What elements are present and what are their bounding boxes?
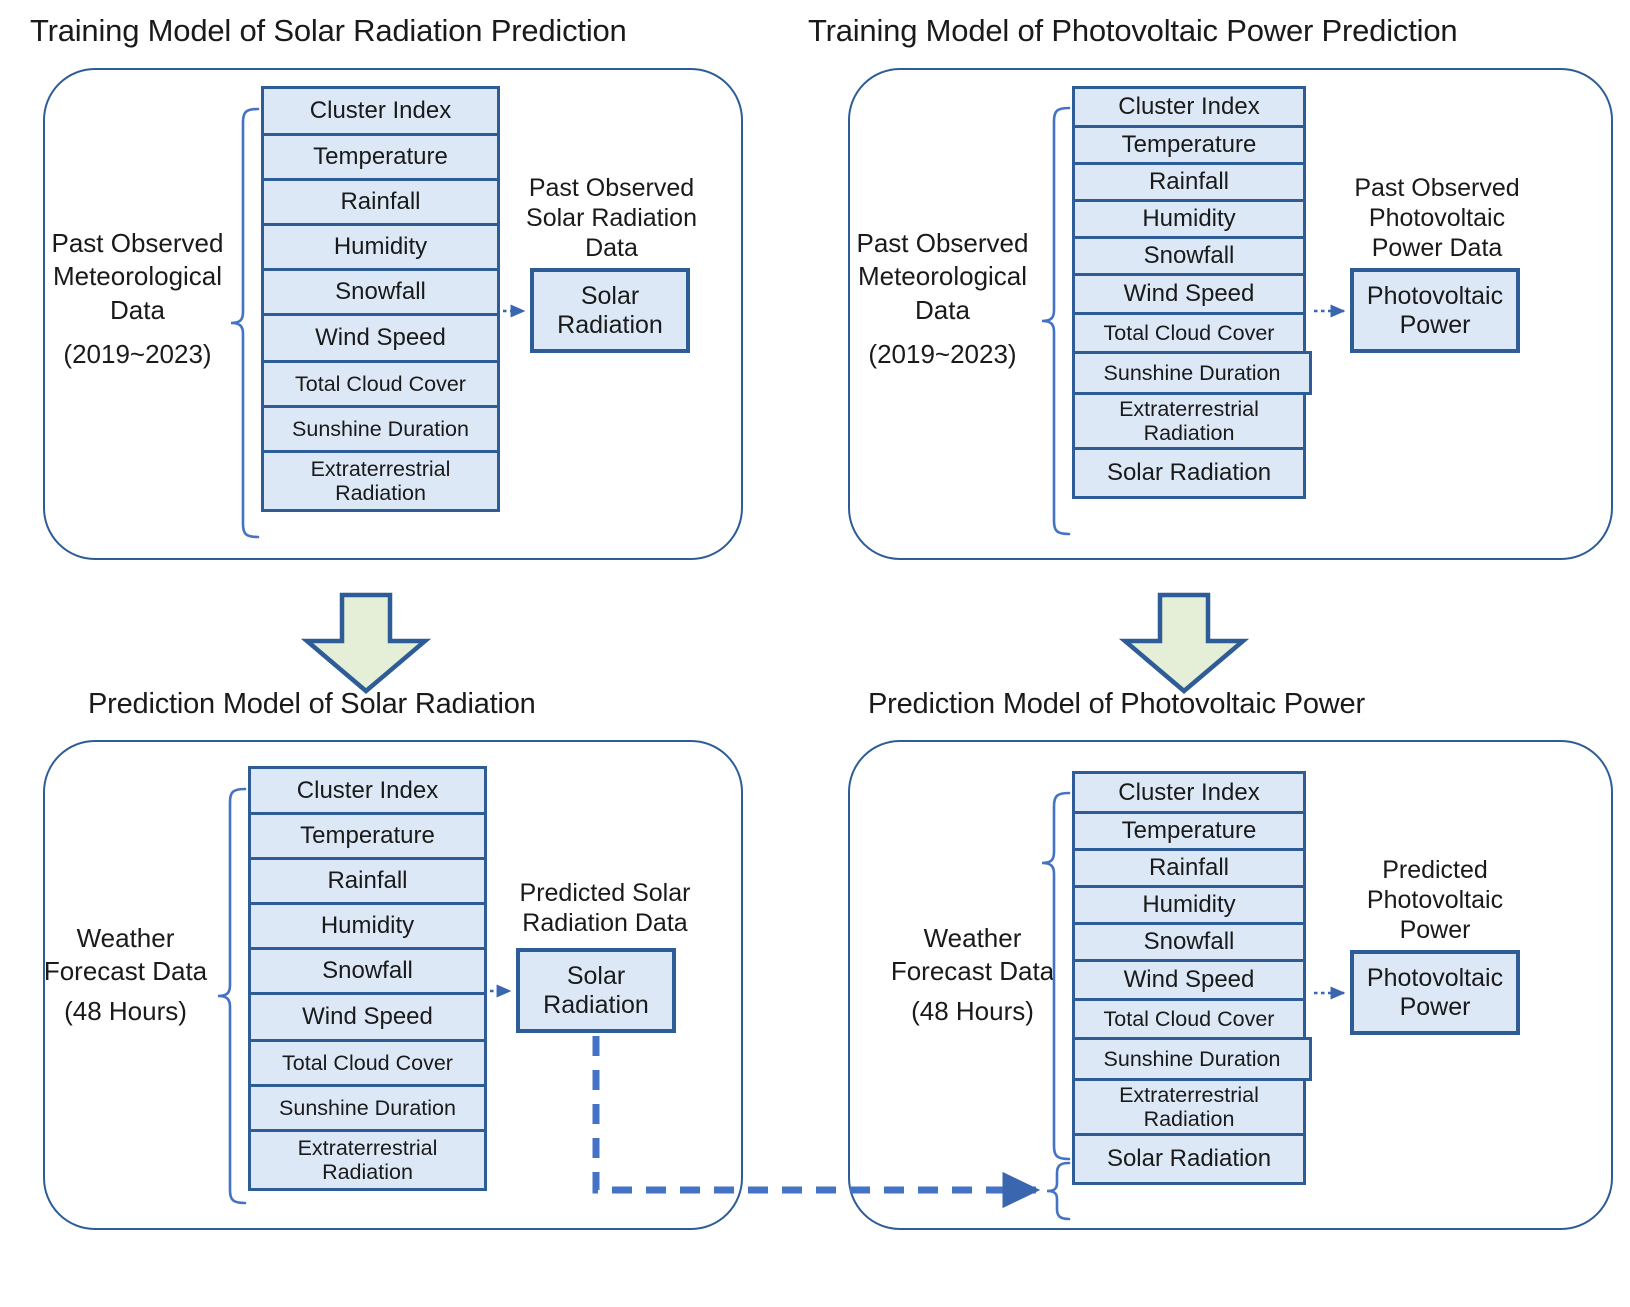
feature-box[interactable]: Snowfall <box>261 268 500 316</box>
panel-title-pred-solar: Prediction Model of Solar Radiation <box>88 688 536 720</box>
feature-box[interactable]: Humidity <box>248 902 487 950</box>
panel-title-pred-pv: Prediction Model of Photovoltaic Power <box>868 688 1365 720</box>
feature-box[interactable]: Wind Speed <box>1072 959 1306 1001</box>
feature-box[interactable]: Rainfall <box>261 178 500 226</box>
input-label-pred-pv: Weather Forecast Data <box>890 923 1055 987</box>
feature-box[interactable]: Temperature <box>261 133 500 181</box>
input-sublabel-pred-solar: (48 Hours) <box>64 996 187 1026</box>
feature-stack-train-pv: Cluster Index Temperature Rainfall Humid… <box>1072 86 1312 499</box>
feature-box[interactable]: Cluster Index <box>1072 771 1306 814</box>
feature-box[interactable]: Sunshine Duration <box>1072 1037 1312 1081</box>
feature-box[interactable]: Extraterrestrial Radiation <box>1072 1078 1306 1136</box>
feature-box[interactable]: Humidity <box>1072 199 1306 239</box>
feature-box[interactable]: Solar Radiation <box>1072 1133 1306 1185</box>
feature-box[interactable]: Sunshine Duration <box>261 405 500 453</box>
output-box-pred-solar[interactable]: Solar Radiation <box>516 948 676 1033</box>
feature-box[interactable]: Total Cloud Cover <box>261 360 500 408</box>
feature-box[interactable]: Solar Radiation <box>1072 447 1306 499</box>
feature-box[interactable]: Total Cloud Cover <box>1072 312 1306 354</box>
feature-box[interactable]: Humidity <box>1072 885 1306 925</box>
panel-container-pred-pv <box>848 740 1613 1230</box>
feature-box[interactable]: Total Cloud Cover <box>248 1039 487 1087</box>
feature-box[interactable]: Snowfall <box>248 947 487 995</box>
panel-container-train-solar <box>43 68 743 560</box>
input-sublabel-train-solar: (2019~2023) <box>63 339 212 369</box>
feature-box[interactable]: Temperature <box>248 812 487 860</box>
output-box-pred-pv[interactable]: Photovoltaic Power <box>1350 950 1520 1035</box>
output-label-pred-solar: Predicted Solar Radiation Data <box>519 879 691 937</box>
input-label-train-solar: Past Observed Meteorological Data <box>51 228 224 325</box>
feature-stack-train-solar: Cluster Index Temperature Rainfall Humid… <box>261 86 500 512</box>
feature-box[interactable]: Extraterrestrial Radiation <box>248 1129 487 1191</box>
feature-box[interactable]: Wind Speed <box>261 313 500 363</box>
output-box-train-pv[interactable]: Photovoltaic Power <box>1350 268 1520 353</box>
feature-box[interactable]: Cluster Index <box>248 766 487 815</box>
feature-box[interactable]: Sunshine Duration <box>248 1084 487 1132</box>
down-arrow-left <box>300 592 432 694</box>
feature-box[interactable]: Cluster Index <box>1072 86 1306 128</box>
input-sublabel-train-pv: (2019~2023) <box>868 339 1017 369</box>
output-box-train-solar[interactable]: Solar Radiation <box>530 268 690 353</box>
panel-title-train-pv: Training Model of Photovoltaic Power Pre… <box>808 13 1458 48</box>
input-label-pred-solar: Weather Forecast Data <box>43 923 208 987</box>
feature-box[interactable]: Wind Speed <box>1072 273 1306 315</box>
feature-box[interactable]: Wind Speed <box>248 992 487 1042</box>
output-label-pred-pv: Predicted Photovoltaic Power <box>1366 856 1504 944</box>
feature-box[interactable]: Rainfall <box>1072 848 1306 888</box>
feature-box[interactable]: Sunshine Duration <box>1072 351 1312 395</box>
output-label-train-solar: Past Observed Solar Radiation Data <box>526 174 697 262</box>
input-sublabel-pred-pv: (48 Hours) <box>911 996 1034 1026</box>
feature-stack-pred-solar: Cluster Index Temperature Rainfall Humid… <box>248 766 487 1191</box>
feature-box[interactable]: Extraterrestrial Radiation <box>1072 392 1306 450</box>
feature-box[interactable]: Rainfall <box>248 857 487 905</box>
feature-box[interactable]: Rainfall <box>1072 162 1306 202</box>
feature-box[interactable]: Temperature <box>1072 125 1306 165</box>
panel-container-pred-solar <box>43 740 743 1230</box>
feature-box[interactable]: Temperature <box>1072 811 1306 851</box>
panel-container-train-pv <box>848 68 1613 560</box>
feature-box[interactable]: Snowfall <box>1072 236 1306 276</box>
output-label-train-pv: Past Observed Photovoltaic Power Data <box>1354 174 1520 262</box>
feature-box[interactable]: Extraterrestrial Radiation <box>261 450 500 512</box>
down-arrow-right <box>1118 592 1250 694</box>
feature-box[interactable]: Total Cloud Cover <box>1072 998 1306 1040</box>
input-label-train-pv: Past Observed Meteorological Data <box>856 228 1029 325</box>
panel-title-train-solar: Training Model of Solar Radiation Predic… <box>30 13 627 48</box>
feature-box[interactable]: Cluster Index <box>261 86 500 136</box>
feature-box[interactable]: Snowfall <box>1072 922 1306 962</box>
feature-stack-pred-pv: Cluster Index Temperature Rainfall Humid… <box>1072 771 1312 1185</box>
feature-box[interactable]: Humidity <box>261 223 500 271</box>
